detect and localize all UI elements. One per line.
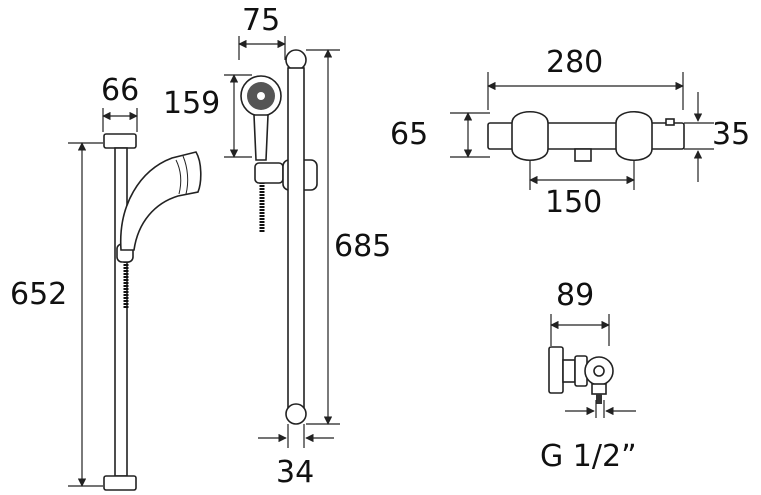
dim-label-159: 159 bbox=[163, 86, 220, 121]
dim-label-75: 75 bbox=[242, 3, 280, 38]
dim-label-280: 280 bbox=[546, 45, 603, 80]
rail-top-cap bbox=[285, 49, 307, 71]
dim-label-150: 150 bbox=[545, 185, 602, 220]
top-bracket bbox=[103, 133, 137, 149]
outlet bbox=[574, 148, 592, 162]
dim-label-35: 35 bbox=[712, 117, 750, 152]
thermostatic-valve: 280 65 35 150 bbox=[390, 45, 750, 220]
rail-bottom-cap bbox=[285, 403, 307, 425]
body-link bbox=[562, 359, 576, 383]
riser-rail bbox=[114, 147, 128, 477]
shower-kit-a: 66 652 bbox=[10, 73, 202, 491]
dim-label-685: 685 bbox=[334, 229, 391, 264]
left-control bbox=[511, 111, 549, 161]
bottom-bracket bbox=[103, 475, 137, 491]
dim-label-652: 652 bbox=[10, 277, 67, 312]
wall-plate bbox=[548, 346, 564, 394]
holder-arm bbox=[254, 162, 284, 184]
dim-label-65: 65 bbox=[390, 117, 428, 152]
safety-button bbox=[665, 118, 675, 126]
handset-handle bbox=[253, 114, 269, 161]
dim-label-34: 34 bbox=[276, 455, 314, 490]
valve-side-view: 89 G 1/2” bbox=[540, 278, 637, 474]
dim-label-thread: G 1/2” bbox=[540, 439, 637, 474]
handset-face-line bbox=[182, 155, 189, 195]
handset-side bbox=[119, 151, 202, 251]
right-control bbox=[615, 111, 653, 161]
handset-face-line bbox=[175, 159, 182, 195]
inlet-stub bbox=[591, 383, 607, 395]
dim-label-89: 89 bbox=[556, 278, 594, 313]
riser-rail bbox=[287, 67, 305, 409]
shower-kit-b: 75 159 685 34 bbox=[163, 3, 391, 490]
union-centre bbox=[593, 365, 605, 377]
spray-centre bbox=[257, 92, 265, 100]
threaded-inlet bbox=[596, 394, 602, 404]
dim-label-66: 66 bbox=[101, 73, 139, 108]
